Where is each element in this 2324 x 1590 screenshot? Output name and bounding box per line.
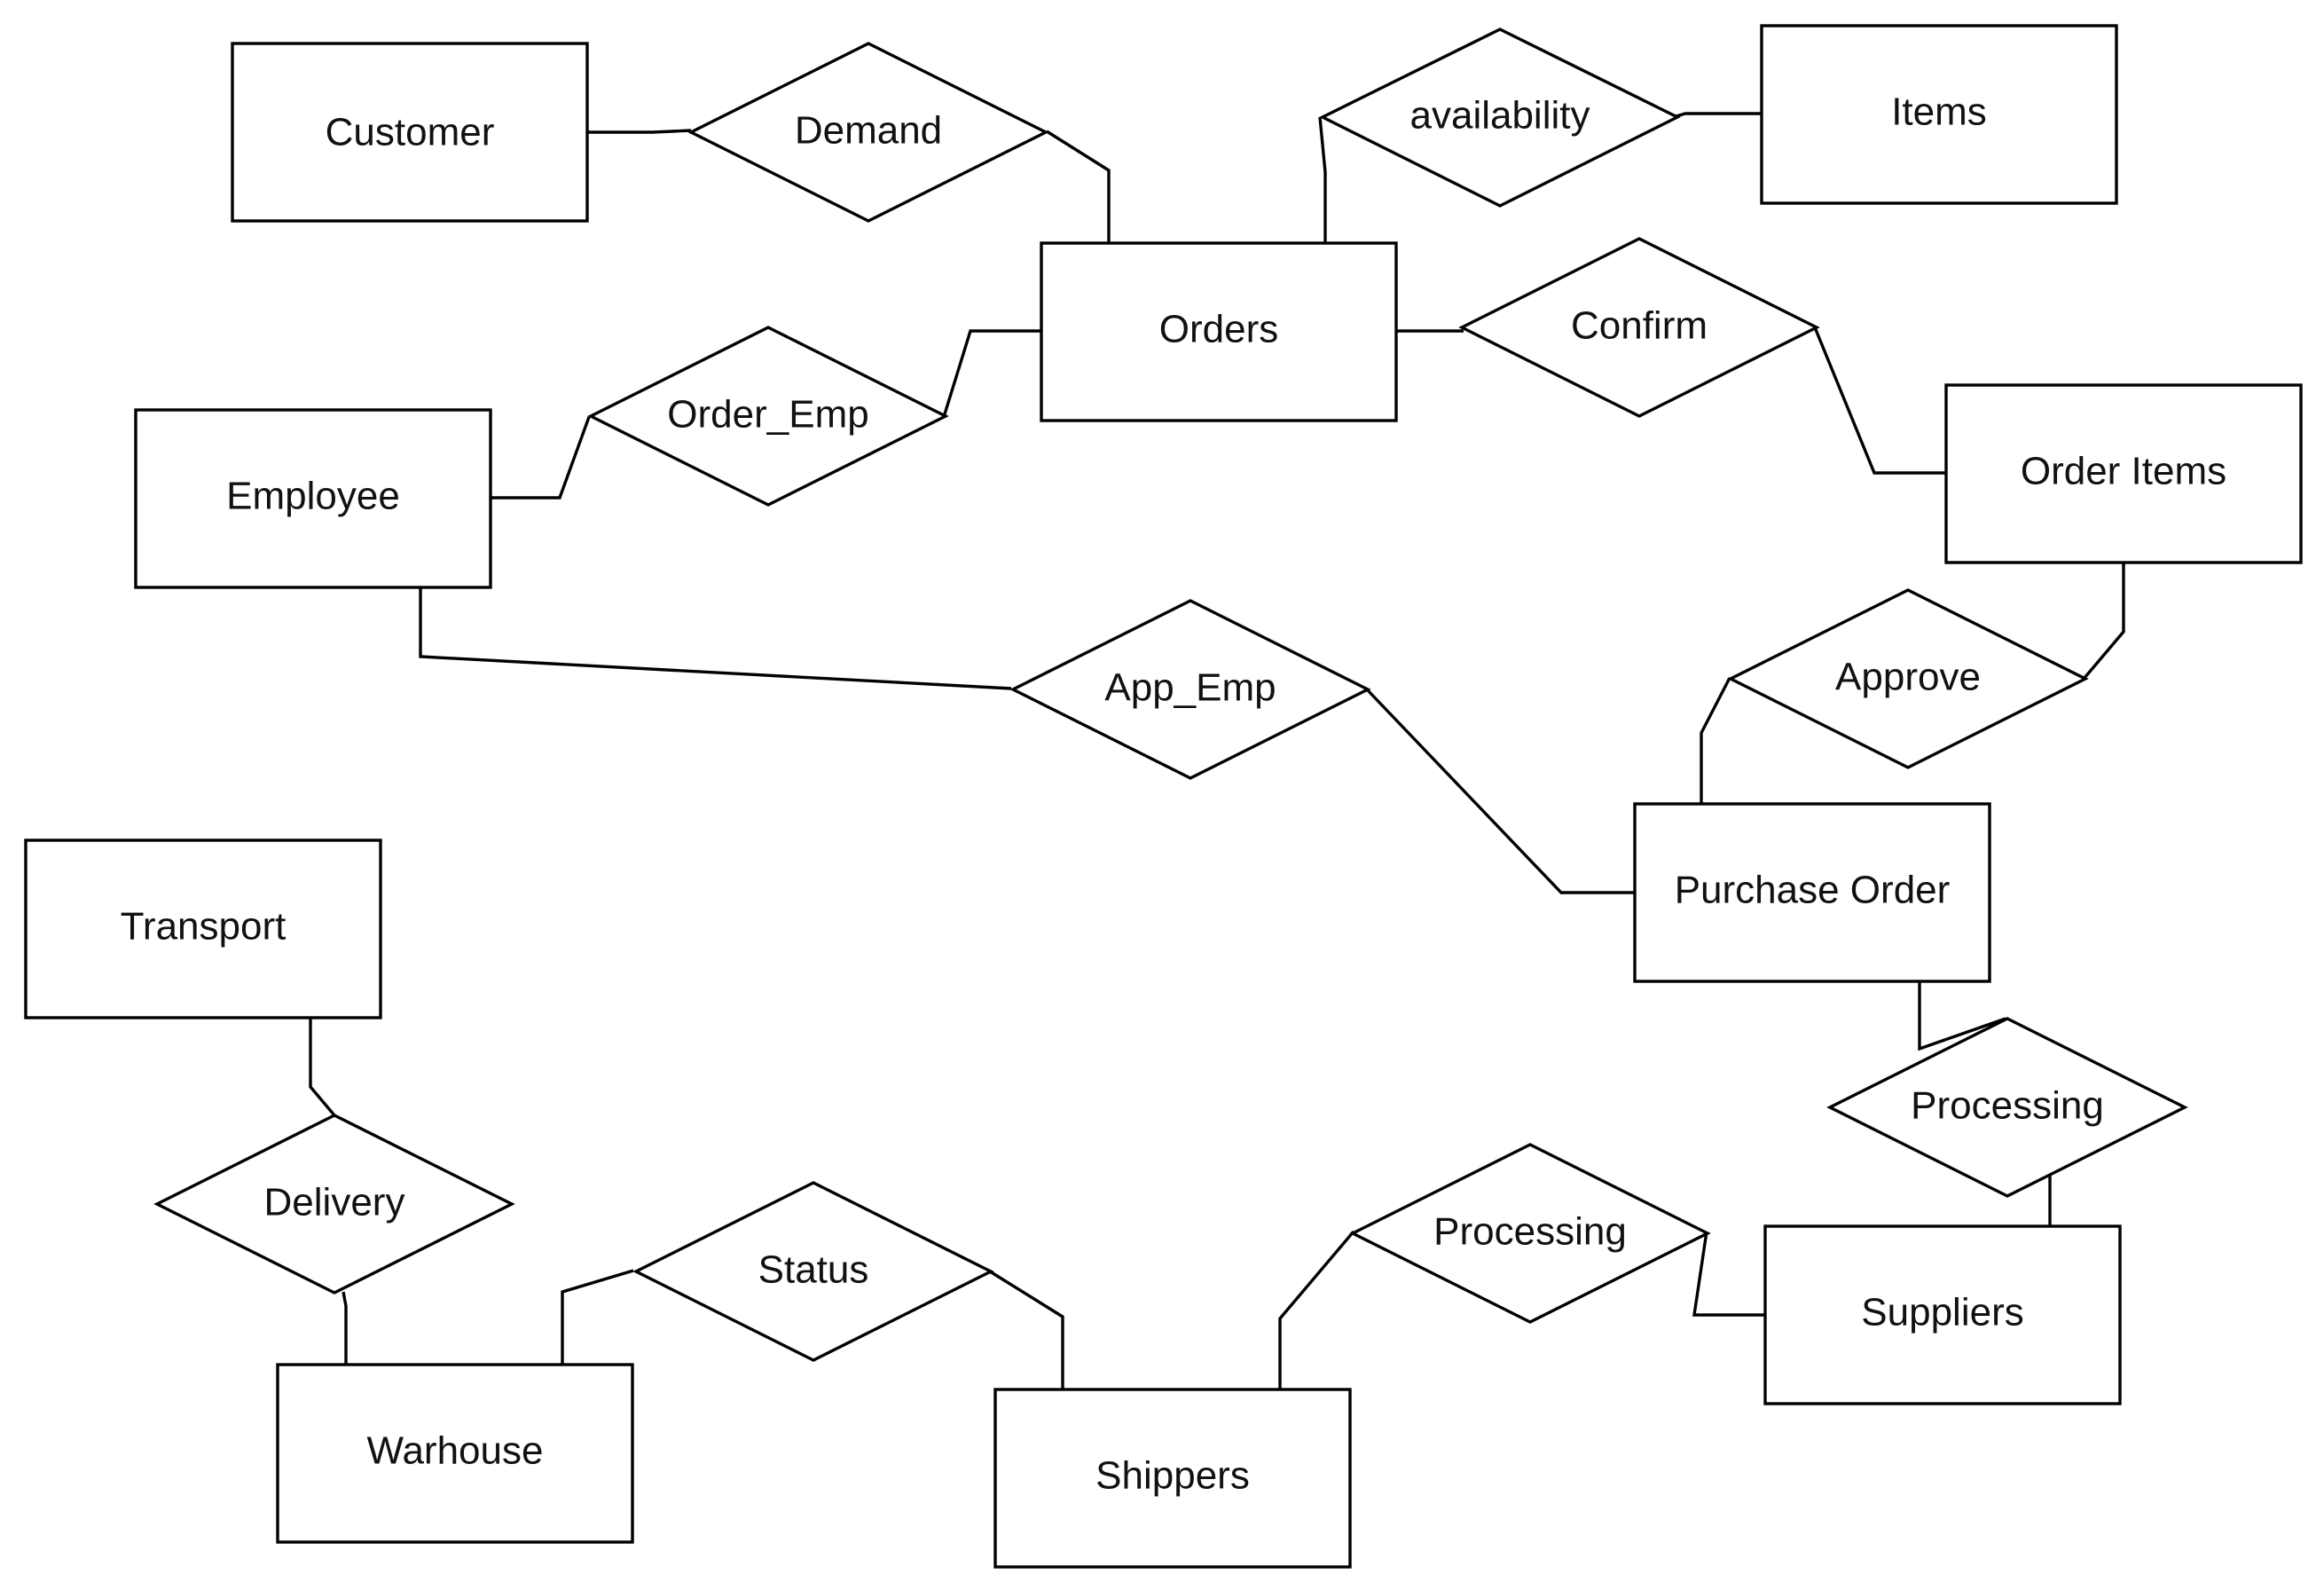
edge-demand-orders xyxy=(1046,130,1111,243)
edge-processing-suppliers2 xyxy=(1692,1231,1765,1317)
connectors xyxy=(309,112,2125,1389)
relationship-processing-shippers[interactable]: Processing xyxy=(1349,1143,1711,1324)
entity-employee[interactable]: Employee xyxy=(134,408,492,589)
relationship-approve-label: Approve xyxy=(1835,656,1981,699)
entity-suppliers-label: Suppliers xyxy=(1861,1291,2023,1334)
relationship-availability[interactable]: availability xyxy=(1319,28,1681,208)
relationship-processing-po-label: Processing xyxy=(1911,1084,2104,1128)
entity-items[interactable]: Items xyxy=(1760,24,2118,205)
edge-delivery-warhouse xyxy=(342,1291,348,1365)
relationship-demand-label: Demand xyxy=(795,109,942,153)
edge-approve-po xyxy=(1700,677,1731,804)
edge-availability-items xyxy=(1672,112,1762,119)
relationship-processing-shippers-label: Processing xyxy=(1433,1210,1627,1254)
entity-warhouse-label: Warhouse xyxy=(367,1429,544,1473)
edge-transport-delivery xyxy=(309,1018,336,1117)
edge-customer-demand xyxy=(587,129,692,134)
entity-suppliers[interactable]: Suppliers xyxy=(1763,1224,2122,1405)
entity-transport-label: Transport xyxy=(121,905,287,948)
relationship-status[interactable]: Status xyxy=(632,1181,994,1362)
entity-transport[interactable]: Transport xyxy=(24,838,382,1019)
entity-orders[interactable]: Orders xyxy=(1040,241,1398,422)
relationship-order-emp-label: Order_Emp xyxy=(667,393,868,437)
entity-orders-label: Orders xyxy=(1159,308,1278,351)
relationship-demand[interactable]: Demand xyxy=(687,42,1049,223)
edge-confirm-orderitems xyxy=(1813,327,1946,475)
relationship-status-label: Status xyxy=(758,1248,869,1292)
entity-shippers[interactable]: Shippers xyxy=(993,1388,1352,1569)
relationship-confirm-label: Confirm xyxy=(1571,304,1708,348)
relationship-processing-po[interactable]: Processing xyxy=(1826,1017,2188,1198)
edge-warhouse-status xyxy=(561,1269,634,1365)
entity-customer[interactable]: Customer xyxy=(231,42,589,223)
edge-shippers-processing xyxy=(1278,1230,1355,1389)
entity-order-items-label: Order Items xyxy=(2021,450,2226,493)
edge-orders-orderemp xyxy=(942,329,1041,418)
relationship-approve[interactable]: Approve xyxy=(1727,588,2089,769)
entity-employee-label: Employee xyxy=(226,475,400,518)
relationship-confirm[interactable]: Confirm xyxy=(1458,237,1820,418)
entity-purchase-order[interactable]: Purchase Order xyxy=(1633,802,1991,983)
entity-order-items[interactable]: Order Items xyxy=(1944,383,2303,564)
edge-appemp-po xyxy=(1364,687,1635,894)
edge-orders-availability xyxy=(1318,116,1327,243)
edge-orderitems-approve xyxy=(2083,563,2125,680)
edge-po-processing xyxy=(1918,981,2006,1051)
edge-orderemp-employee xyxy=(491,416,591,500)
relationship-app-emp[interactable]: App_Emp xyxy=(1009,599,1371,780)
entity-items-label: Items xyxy=(1891,91,1987,134)
entity-purchase-order-label: Purchase Order xyxy=(1675,869,1951,912)
edge-status-shippers xyxy=(989,1270,1064,1389)
entity-shippers-label: Shippers xyxy=(1095,1454,1250,1498)
relationship-availability-label: availability xyxy=(1410,94,1590,138)
edge-employee-appemp xyxy=(419,587,1012,690)
entity-customer-label: Customer xyxy=(326,111,495,154)
relationship-delivery-label: Delivery xyxy=(264,1181,405,1224)
entity-warhouse[interactable]: Warhouse xyxy=(276,1363,634,1544)
relationship-delivery[interactable]: Delivery xyxy=(153,1114,515,1295)
relationship-app-emp-label: App_Emp xyxy=(1104,666,1276,710)
relationship-order-emp[interactable]: Order_Emp xyxy=(587,326,949,507)
